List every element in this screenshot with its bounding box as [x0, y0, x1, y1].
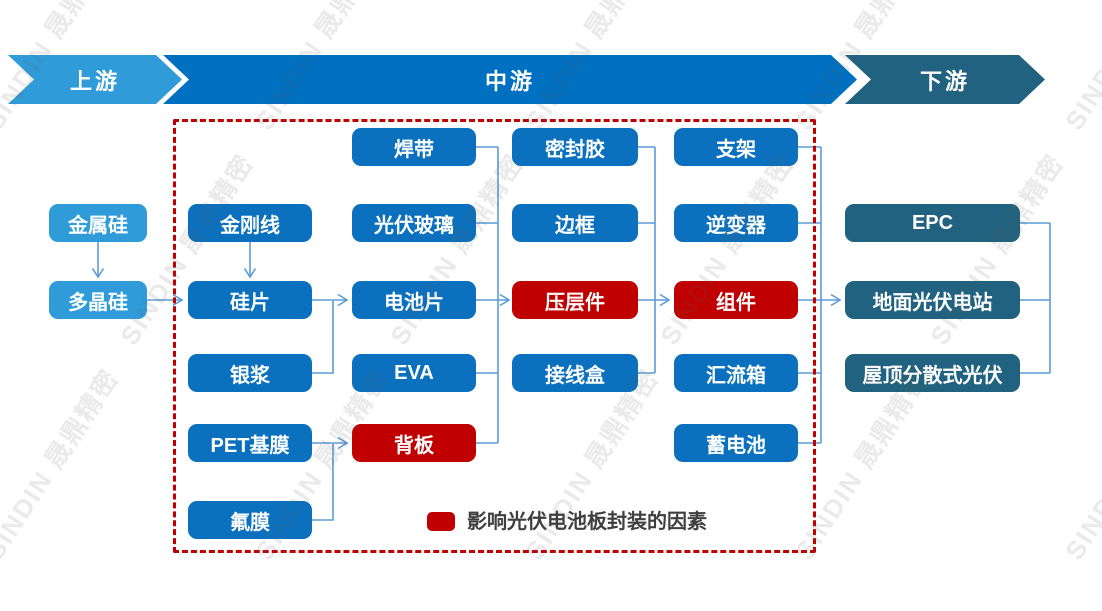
- node-pv-glass: 光伏玻璃: [352, 204, 476, 242]
- node-combiner-box: 汇流箱: [674, 354, 798, 392]
- banner-downstream: 下游: [845, 55, 1045, 104]
- node-rooftop-distributed-pv: 屋顶分散式光伏: [845, 354, 1020, 392]
- upstream-connectors: [91, 242, 184, 307]
- node-diamond-wire: 金刚线: [188, 204, 312, 242]
- cell-to-laminate-connectors: [476, 146, 511, 444]
- node-silicon-wafer: 硅片: [188, 281, 312, 319]
- node-frame: 边框: [512, 204, 638, 242]
- node-inverter: 逆变器: [674, 204, 798, 242]
- module-to-downstream-connectors: [798, 146, 842, 444]
- node-backsheet: 背板: [352, 424, 476, 462]
- legend-red-swatch: [427, 512, 455, 531]
- node-sealant: 密封胶: [512, 128, 638, 166]
- legend-label: 影响光伏电池板封装的因素: [467, 511, 707, 533]
- node-metal-silicon: 金属硅: [49, 204, 147, 242]
- banner-midstream: 中游: [163, 55, 857, 104]
- banner-upstream: 上游: [8, 55, 182, 104]
- node-module: 组件: [674, 281, 798, 319]
- banner-upstream-label: 上游: [69, 68, 120, 94]
- node-storage-battery: 蓄电池: [674, 424, 798, 462]
- node-solar-cell: 电池片: [352, 281, 476, 319]
- midstream-highlight-frame: [173, 119, 816, 553]
- downstream-bus-connectors: [1020, 222, 1051, 374]
- node-fluorine-film: 氟膜: [188, 501, 312, 539]
- node-junction-box: 接线盒: [512, 354, 638, 392]
- banner-midstream-label: 中游: [484, 68, 535, 94]
- node-laminate: 压层件: [512, 281, 638, 319]
- node-ground-pv-plant: 地面光伏电站: [845, 281, 1020, 319]
- wafer-connectors: [243, 242, 349, 374]
- laminate-to-module-connectors: [638, 146, 671, 374]
- node-solder-ribbon: 焊带: [352, 128, 476, 166]
- node-eva: EVA: [352, 354, 476, 392]
- node-polysilicon: 多晶硅: [49, 281, 147, 319]
- legend: 影响光伏电池板封装的因素: [427, 505, 707, 534]
- node-mounting-bracket: 支架: [674, 128, 798, 166]
- node-silver-paste: 银浆: [188, 354, 312, 392]
- banner-downstream-label: 下游: [919, 68, 970, 94]
- node-pet-base-film: PET基膜: [188, 424, 312, 462]
- backsheet-connectors: [312, 436, 349, 521]
- node-epc: EPC: [845, 204, 1020, 242]
